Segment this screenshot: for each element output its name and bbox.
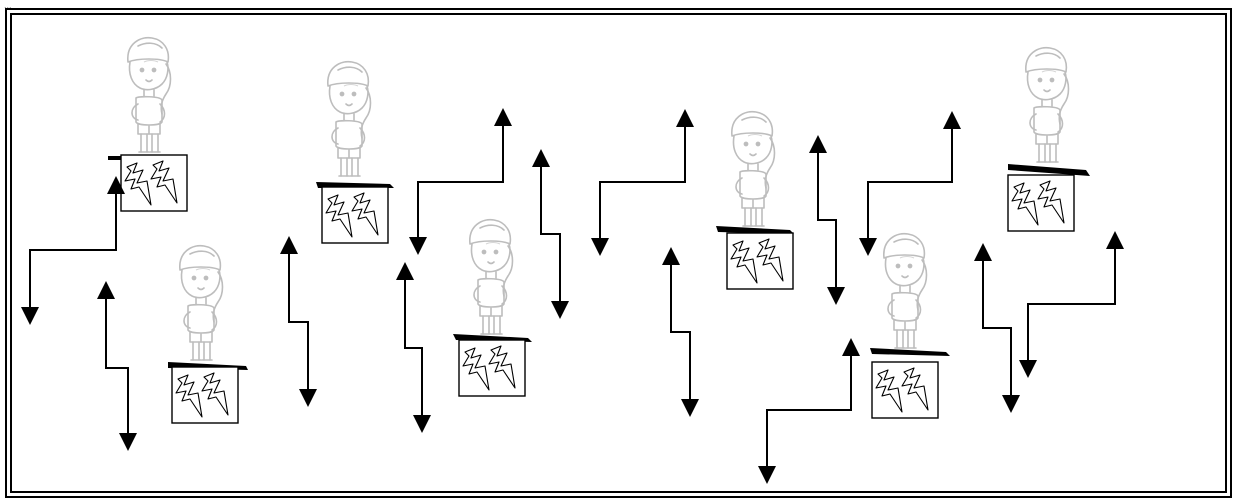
lightning-box-icon [871,361,939,419]
arrow-5 [758,338,860,484]
arrow-13 [974,243,1020,413]
figure-4 [453,218,532,397]
figure-7 [1007,46,1090,232]
lightning-box-icon [1007,174,1075,232]
arrow-10 [532,149,569,319]
arrow-12 [809,135,845,305]
lightning-box-icon [120,154,188,212]
figure-3 [168,244,248,424]
arrow-9 [396,262,431,433]
corner-text: ... [4,0,12,10]
lightning-box-icon [321,186,389,244]
figure-5 [716,110,794,290]
arrow-8 [280,236,317,407]
lightning-box-icon [458,339,526,397]
lightning-box-icon [726,232,794,290]
arrow-6 [1019,231,1124,378]
arrow-7 [97,281,137,451]
outer-frame [5,8,1232,498]
arrow-3 [591,109,694,256]
figure-1 [108,36,188,212]
arrow-group [21,108,1124,484]
arrow-2 [409,108,512,255]
inner-frame [10,13,1227,493]
arrow-1 [21,176,125,325]
figure-6 [870,232,950,419]
lightning-box-icon [171,366,239,424]
arrow-4 [859,111,961,256]
figure-2 [316,60,394,244]
arrow-11 [662,247,699,417]
